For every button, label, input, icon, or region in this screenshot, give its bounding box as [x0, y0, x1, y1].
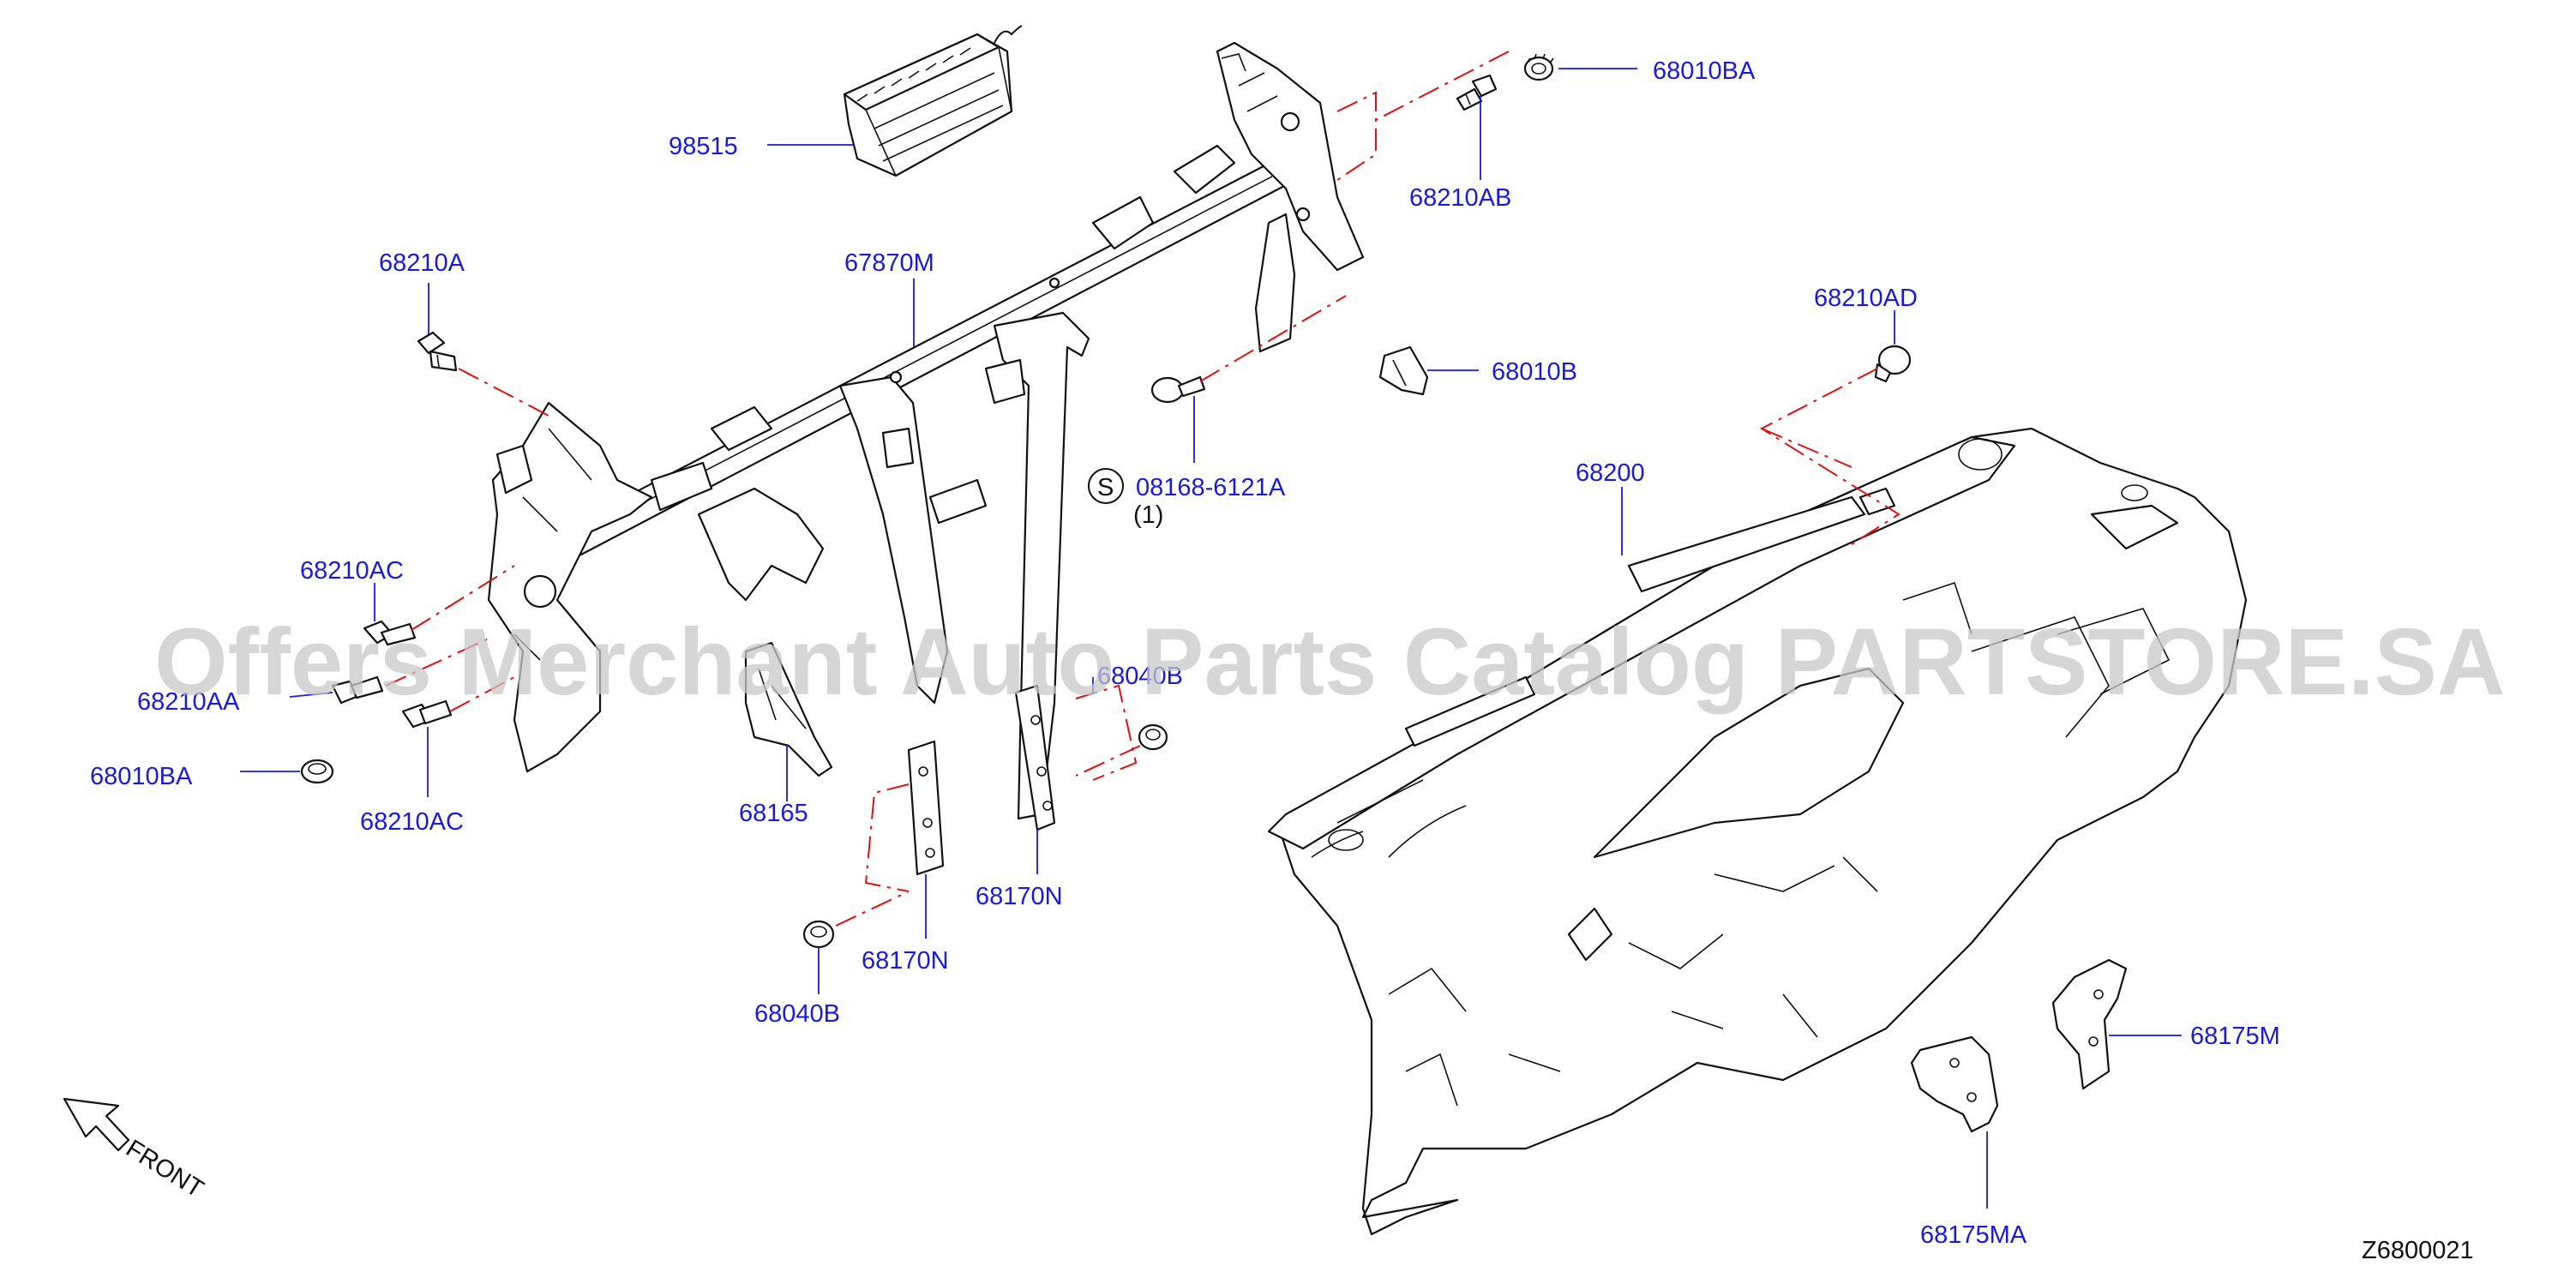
label-68210AB[interactable]: 68210AB	[1409, 184, 1511, 212]
label-98515[interactable]: 98515	[669, 133, 738, 160]
label-08168-qty: (1)	[1133, 501, 1163, 529]
instrument-panel-68200[interactable]	[1267, 427, 2248, 1236]
airbag-module-98515[interactable]	[843, 25, 1023, 177]
label-68170N-left[interactable]: 68170N	[862, 947, 949, 975]
nut-68040B-upper[interactable]	[1138, 723, 1168, 751]
bracket-68170N-left[interactable]	[907, 740, 945, 876]
bracket-68175MA[interactable]	[1910, 1035, 1999, 1133]
steering-member-67870M[interactable]	[487, 41, 1365, 820]
label-68010BA-left[interactable]: 68010BA	[90, 763, 193, 790]
label-68175M[interactable]: 68175M	[2190, 1023, 2280, 1050]
label-68175MA[interactable]: 68175MA	[1920, 1221, 2027, 1249]
circled-s-icon: S	[1088, 468, 1124, 504]
label-68010B[interactable]: 68010B	[1492, 358, 1577, 386]
leader-lines	[240, 68, 2182, 1209]
bracket-68170N-right[interactable]	[1014, 684, 1056, 831]
label-68040B-upper[interactable]: 68040B	[1097, 663, 1183, 690]
bracket-68175M[interactable]	[2051, 958, 2128, 1090]
label-68210AA[interactable]: 68210AA	[137, 688, 240, 716]
watermark: Offers Merchant Auto Parts Catalog PARTS…	[154, 609, 2505, 715]
label-68210AD[interactable]: 68210AD	[1814, 285, 1918, 312]
label-68210AC-upper[interactable]: 68210AC	[300, 557, 404, 585]
arrow-up-left-icon	[63, 1097, 130, 1152]
bracket-68165[interactable]	[744, 641, 833, 777]
nut-68040B-lower[interactable]	[802, 920, 835, 949]
bolt-68210AC-upper[interactable]	[363, 620, 417, 646]
svg-text:S: S	[1097, 474, 1114, 501]
label-68010BA-top[interactable]: 68010BA	[1653, 57, 1756, 85]
label-68210AC-lower[interactable]: 68210AC	[360, 808, 464, 836]
part-labels: 98515 68010BA 68210AB 68210A 67870M 6821…	[90, 57, 2280, 1249]
label-68040B-lower[interactable]: 68040B	[754, 1000, 840, 1028]
label-68170N-right[interactable]: 68170N	[976, 883, 1063, 910]
front-indicator: FRONT	[63, 1097, 208, 1203]
label-08168-6121A[interactable]: 08168-6121A	[1136, 474, 1286, 501]
bolt-68210AA[interactable]	[331, 675, 384, 705]
clip-68010BA-left[interactable]	[300, 759, 334, 784]
label-67870M[interactable]: 67870M	[844, 249, 934, 277]
screw-08168-6121A[interactable]	[1150, 375, 1206, 404]
front-label: FRONT	[121, 1135, 208, 1203]
alignment-lines	[385, 51, 1900, 927]
label-68210A[interactable]: 68210A	[379, 249, 465, 277]
bolt-68210AB[interactable]	[1456, 74, 1498, 111]
label-68165[interactable]: 68165	[739, 800, 808, 827]
diagram-code: Z6800021	[2362, 1237, 2474, 1264]
label-68200[interactable]: 68200	[1576, 459, 1645, 487]
clip-68010B[interactable]	[1378, 345, 1429, 396]
bolt-68210A[interactable]	[417, 331, 458, 372]
clip-nut-68010BA-top[interactable]	[1523, 53, 1554, 81]
bolt-68210AC-lower[interactable]	[401, 699, 453, 729]
bolt-68210AD[interactable]	[1874, 345, 1912, 383]
